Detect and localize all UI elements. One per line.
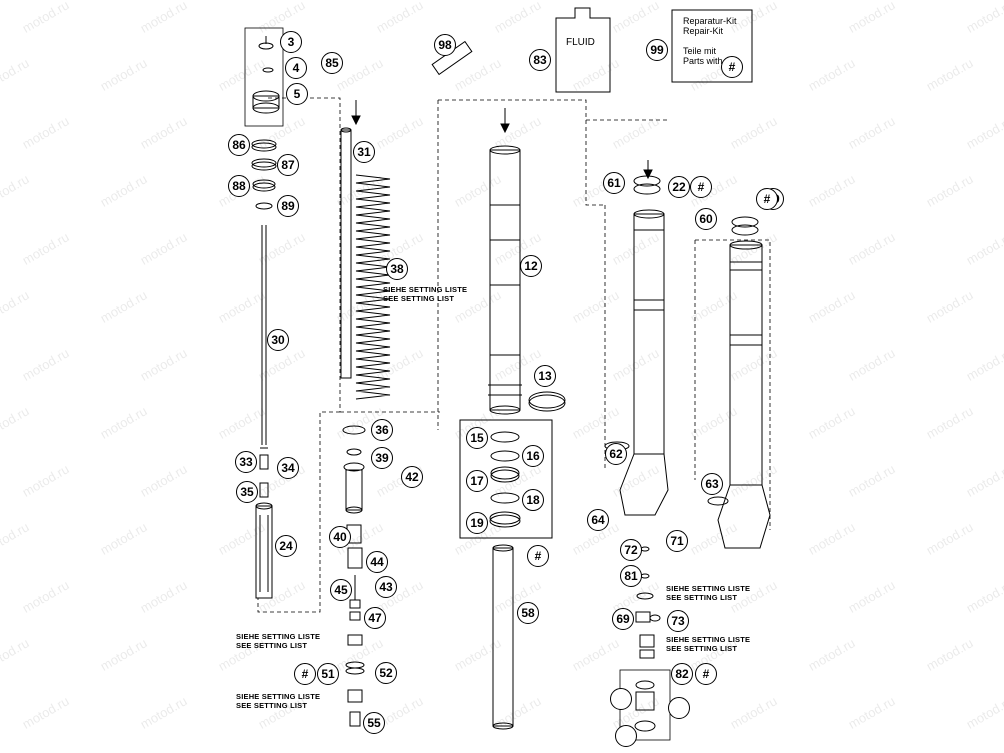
callout[interactable]: 55 xyxy=(363,712,385,734)
callout[interactable]: 86 xyxy=(228,134,250,156)
kit-line-2: Repair-Kit xyxy=(683,26,724,36)
callout[interactable]: 5 xyxy=(286,83,308,105)
callout[interactable]: 3 xyxy=(280,31,302,53)
callout[interactable]: 38 xyxy=(386,258,408,280)
callout[interactable]: 85 xyxy=(321,52,343,74)
repair-kit-mark: # xyxy=(721,56,743,78)
fluid-label: FLUID xyxy=(566,37,595,48)
repair-kit-mark: # xyxy=(690,176,712,198)
callout[interactable]: 87 xyxy=(277,154,299,176)
setting-note-en: SEE SETTING LIST xyxy=(236,701,308,710)
kit-line-3: Teile mit xyxy=(683,46,717,56)
setting-note-de: SIEHE SETTING LISTE xyxy=(666,584,751,593)
callout[interactable]: 24 xyxy=(275,535,297,557)
setting-note-de: SIEHE SETTING LISTE xyxy=(236,632,321,641)
callout[interactable]: 45 xyxy=(330,579,352,601)
callout[interactable]: 82 xyxy=(671,663,693,685)
callout[interactable]: 22 xyxy=(668,176,690,198)
callout[interactable]: 33 xyxy=(235,451,257,473)
repair-kit-mark: # xyxy=(756,188,778,210)
callout[interactable]: 17 xyxy=(466,470,488,492)
callout[interactable]: 42 xyxy=(401,466,423,488)
callout[interactable] xyxy=(615,725,637,747)
setting-note-de: SIEHE SETTING LISTE xyxy=(666,635,751,644)
callout[interactable] xyxy=(668,697,690,719)
callout[interactable]: 4 xyxy=(285,57,307,79)
callout[interactable]: 88 xyxy=(228,175,250,197)
setting-note-en: SEE SETTING LIST xyxy=(666,644,738,653)
callout[interactable]: 30 xyxy=(267,329,289,351)
callout[interactable]: 39 xyxy=(371,447,393,469)
setting-note-spring: SIEHE SETTING LISTE SEE SETTING LIST xyxy=(383,285,467,303)
callout[interactable]: 60 xyxy=(695,208,717,230)
setting-note-en: SEE SETTING LIST xyxy=(666,593,738,602)
repair-kit-legend: Reparatur-Kit Repair-Kit Teile mit Parts… xyxy=(683,16,737,66)
callout[interactable]: 15 xyxy=(466,427,488,449)
callout[interactable] xyxy=(610,688,632,710)
setting-note-valve-2: SIEHE SETTING LISTE SEE SETTING LIST xyxy=(666,635,750,653)
callout[interactable]: 40 xyxy=(329,526,351,548)
kit-line-4: Parts with xyxy=(683,56,723,66)
callout[interactable]: 83 xyxy=(529,49,551,71)
callout[interactable]: 71 xyxy=(666,530,688,552)
callout[interactable]: 99 xyxy=(646,39,668,61)
callout[interactable]: 64 xyxy=(587,509,609,531)
setting-note-base-1: SIEHE SETTING LISTE SEE SETTING LIST xyxy=(236,632,320,650)
callout[interactable]: 58 xyxy=(517,602,539,624)
setting-note-de: SIEHE SETTING LISTE xyxy=(236,692,321,701)
callout[interactable]: 31 xyxy=(353,141,375,163)
setting-note-base-2: SIEHE SETTING LISTE SEE SETTING LIST xyxy=(236,692,320,710)
callout[interactable]: 63 xyxy=(701,473,723,495)
callout[interactable]: 89 xyxy=(277,195,299,217)
setting-note-en: SEE SETTING LIST xyxy=(236,641,308,650)
callout[interactable]: 69 xyxy=(612,608,634,630)
callout[interactable]: 51 xyxy=(317,663,339,685)
setting-note-valve-1: SIEHE SETTING LISTE SEE SETTING LIST xyxy=(666,584,750,602)
callout[interactable]: 34 xyxy=(277,457,299,479)
callout[interactable]: 36 xyxy=(371,419,393,441)
callout[interactable]: 18 xyxy=(522,489,544,511)
callout[interactable]: 43 xyxy=(375,576,397,598)
callout[interactable]: 12 xyxy=(520,255,542,277)
kit-line-1: Reparatur-Kit xyxy=(683,16,737,26)
callout[interactable]: 44 xyxy=(366,551,388,573)
repair-kit-mark: # xyxy=(527,545,549,567)
callout[interactable]: 52 xyxy=(375,662,397,684)
callout[interactable]: 16 xyxy=(522,445,544,467)
callout[interactable]: 72 xyxy=(620,539,642,561)
callout[interactable]: 73 xyxy=(667,610,689,632)
callout[interactable]: 13 xyxy=(534,365,556,387)
setting-note-de: SIEHE SETTING LISTE xyxy=(383,285,468,294)
callout[interactable]: 98 xyxy=(434,34,456,56)
repair-kit-mark: # xyxy=(695,663,717,685)
repair-kit-mark: # xyxy=(294,663,316,685)
callout[interactable]: 81 xyxy=(620,565,642,587)
callout[interactable]: 47 xyxy=(364,607,386,629)
setting-note-en: SEE SETTING LIST xyxy=(383,294,455,303)
callout[interactable]: 35 xyxy=(236,481,258,503)
callout[interactable]: 19 xyxy=(466,512,488,534)
callout[interactable]: 61 xyxy=(603,172,625,194)
callout[interactable]: 62 xyxy=(605,443,627,465)
